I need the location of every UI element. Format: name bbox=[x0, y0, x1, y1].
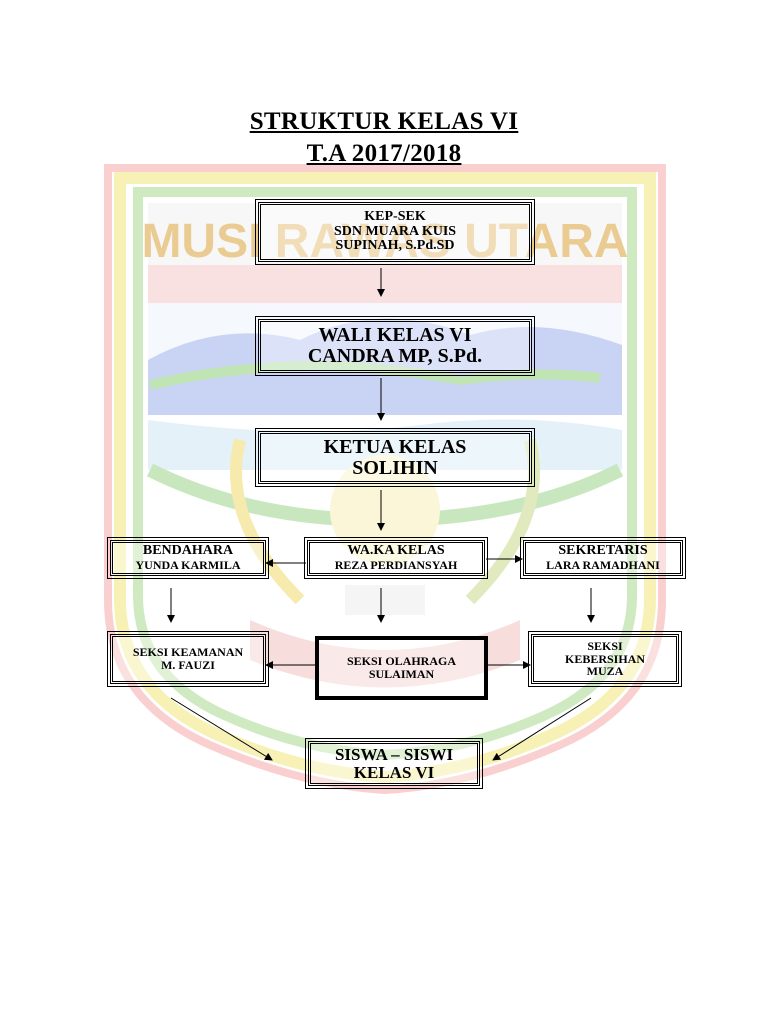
node-walikelas: WALI KELAS VI CANDRA MP, S.Pd. bbox=[255, 316, 535, 376]
node-wakil-name: REZA PERDIANSYAH bbox=[334, 558, 458, 573]
node-wakil-role: WA.KA KELAS bbox=[347, 543, 445, 559]
node-wakil: WA.KA KELAS REZA PERDIANSYAH bbox=[304, 537, 488, 579]
node-kebersihan: SEKSI KEBERSIHAN MUZA bbox=[528, 631, 682, 687]
node-kepsek-school: SDN MUARA KUIS bbox=[333, 223, 457, 239]
node-siswa: SISWA – SISWI KELAS VI bbox=[305, 738, 483, 789]
node-siswa-role: SISWA – SISWI bbox=[334, 744, 454, 764]
node-ketua-name: SOLIHIN bbox=[352, 456, 438, 479]
node-walikelas-name: CANDRA MP, S.Pd. bbox=[307, 345, 483, 367]
node-kepsek-role: KEP-SEK bbox=[364, 208, 426, 224]
node-bendahara: BENDAHARA YUNDA KARMILA bbox=[107, 537, 269, 579]
node-kebersihan-role2: KEBERSIHAN bbox=[564, 651, 646, 666]
node-sekretaris-role: SEKRETARIS bbox=[558, 543, 648, 559]
node-sekretaris-name: LARA RAMADHANI bbox=[546, 558, 660, 573]
node-sekretaris: SEKRETARIS LARA RAMADHANI bbox=[520, 537, 686, 579]
node-keamanan-name: M. FAUZI bbox=[161, 658, 215, 672]
node-bendahara-name: YUNDA KARMILA bbox=[135, 558, 241, 573]
node-kepsek-name: SUPINAH, S.Pd.SD bbox=[335, 238, 455, 254]
node-walikelas-role: WALI KELAS VI bbox=[318, 324, 472, 346]
node-ketua-role: KETUA KELAS bbox=[323, 435, 467, 458]
node-kebersihan-name: MUZA bbox=[586, 664, 624, 679]
node-kepsek: KEP-SEK SDN MUARA KUIS SUPINAH, S.Pd.SD bbox=[255, 199, 535, 265]
node-siswa-name: KELAS VI bbox=[353, 762, 435, 782]
node-olahraga: SEKSI OLAHRAGA SULAIMAN bbox=[315, 636, 488, 700]
node-ketua: KETUA KELAS SOLIHIN bbox=[255, 428, 535, 487]
node-bendahara-role: BENDAHARA bbox=[142, 543, 234, 559]
node-olahraga-name: SULAIMAN bbox=[368, 667, 435, 681]
node-keamanan: SEKSI KEAMANAN M. FAUZI bbox=[107, 631, 269, 687]
page-subtitle: T.A 2017/2018 bbox=[306, 140, 462, 167]
node-keamanan-role: SEKSI KEAMANAN bbox=[132, 645, 244, 660]
page-title: STRUKTUR KELAS VI bbox=[249, 108, 519, 135]
node-kebersihan-role1: SEKSI bbox=[587, 639, 623, 654]
node-olahraga-role: SEKSI OLAHRAGA bbox=[346, 654, 457, 669]
